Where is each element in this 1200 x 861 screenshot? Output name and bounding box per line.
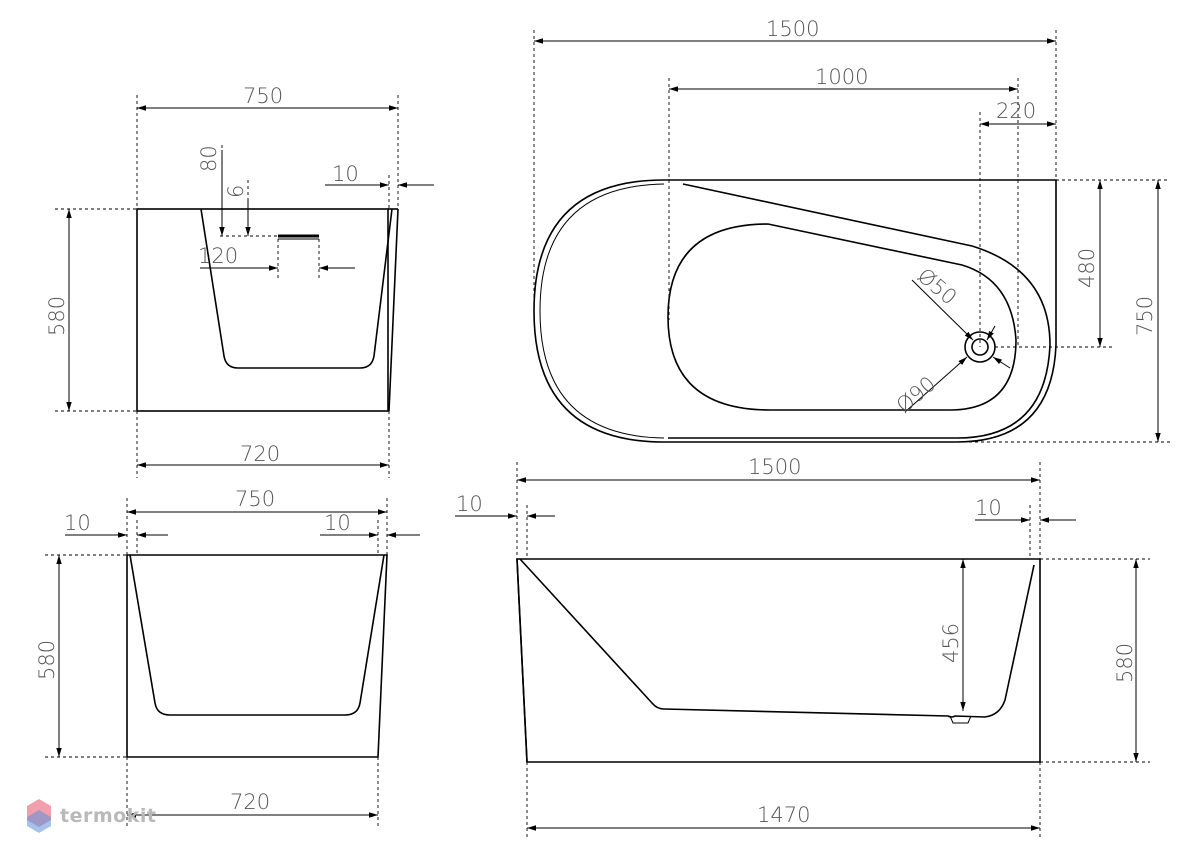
dim-10-left-rim: 10 xyxy=(64,511,91,535)
dim-6-overflow: 6 xyxy=(224,185,248,198)
dim-750-plan: 750 xyxy=(1133,296,1157,336)
dim-1470-front: 1470 xyxy=(757,803,810,827)
dim-480-plan: 480 xyxy=(1075,248,1099,288)
dim-220-plan: 220 xyxy=(996,99,1036,123)
dim-750-top-left: 750 xyxy=(243,84,283,108)
drain-leader-50-b xyxy=(986,325,996,341)
dim-10-top-left: 10 xyxy=(332,162,359,186)
brand-name: termokit xyxy=(60,805,157,827)
dim-580-top-left: 580 xyxy=(45,296,69,336)
front-left-taper xyxy=(516,558,528,763)
dim-drain-50: Ø50 xyxy=(913,263,962,309)
plan-outer-outline xyxy=(533,179,1057,443)
side-view-top-left: 750 720 580 10 80 6 120 xyxy=(45,84,434,478)
drain-leader-90 xyxy=(904,356,968,413)
bath-body-outline-2 xyxy=(126,554,388,758)
dim-120-overflow: 120 xyxy=(198,244,238,268)
dim-80-overflow: 80 xyxy=(197,145,221,172)
end-taper-line xyxy=(388,208,399,412)
dim-750-bottom-left: 750 xyxy=(235,487,275,511)
dim-720-bottom-left: 720 xyxy=(230,790,270,814)
dim-10-front-right: 10 xyxy=(975,496,1002,520)
drain-leader-50 xyxy=(911,279,974,341)
dim-720-top-left: 720 xyxy=(240,442,280,466)
brand-logo-icon xyxy=(27,799,51,833)
dim-1500-front: 1500 xyxy=(748,455,801,479)
front-drain-stub xyxy=(949,715,972,724)
front-view: 1500 1470 580 456 10 10 xyxy=(455,455,1150,840)
inner-basin-profile xyxy=(200,208,393,369)
front-basin-profile xyxy=(519,558,1035,718)
plan-rim-inner-outline xyxy=(668,183,1051,439)
dim-580-front: 580 xyxy=(1113,643,1137,683)
dim-10-right-rim: 10 xyxy=(324,511,351,535)
plan-basin-outline xyxy=(667,223,1017,411)
side-view-bottom-left: 750 720 580 10 10 xyxy=(35,487,420,828)
dim-1500-plan: 1500 xyxy=(766,17,819,41)
dim-580-bottom-left: 580 xyxy=(35,640,59,680)
drain-leader-90-b xyxy=(992,356,1011,369)
drain-inner-ring xyxy=(971,338,989,356)
plan-view: 1500 1000 220 480 750 Ø50 Ø90 xyxy=(533,17,1170,443)
brand-watermark: termokit xyxy=(26,798,156,834)
bath-body-outline xyxy=(136,208,389,412)
dim-10-front-left: 10 xyxy=(456,492,483,516)
inner-basin-profile-2 xyxy=(129,554,385,716)
dim-drain-90: Ø90 xyxy=(892,372,941,418)
dim-1000-plan: 1000 xyxy=(815,65,868,89)
dim-456-front: 456 xyxy=(939,623,963,663)
plan-outer-rim-inner xyxy=(539,183,665,439)
